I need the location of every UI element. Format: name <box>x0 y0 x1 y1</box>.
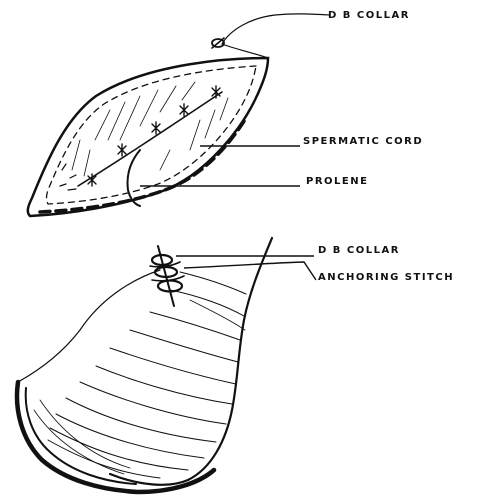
collar-wire-top <box>222 14 330 58</box>
flap-inner-dashed <box>47 66 257 204</box>
flap-left-dashes <box>60 164 76 190</box>
scrotum-shading <box>34 300 245 474</box>
scrotum-left-contour <box>18 270 160 382</box>
prolene-label: PROLENE <box>306 176 368 187</box>
scrotum-outer-contour-2 <box>26 388 136 484</box>
anchoring-stitch-label: ANCHORING STITCH <box>318 272 454 283</box>
scrotum-folds <box>48 272 246 478</box>
db-collar-top-label: D B COLLAR <box>328 10 410 21</box>
db-collar-bottom-label: D B COLLAR <box>318 245 400 256</box>
scrotum-figure <box>17 238 272 492</box>
leader-anchoring-stitch <box>184 262 316 280</box>
flap-lower-edge <box>40 118 246 212</box>
spermatic-cord-label: SPERMATIC CORD <box>303 136 423 147</box>
